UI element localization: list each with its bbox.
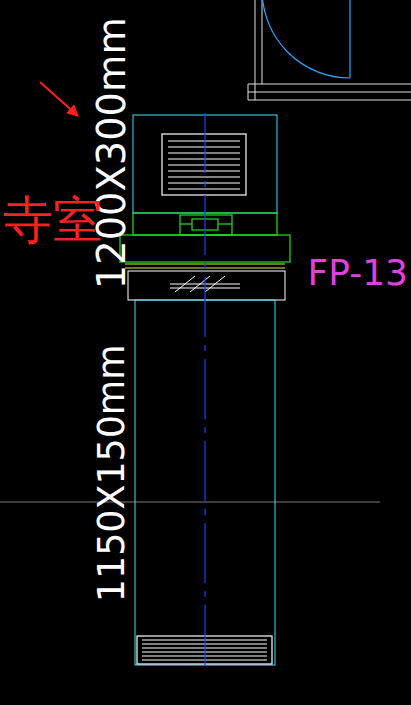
grille-bar <box>168 141 240 142</box>
axis-line <box>0 502 380 503</box>
equipment-tag: FP-13 <box>308 255 408 291</box>
pointer-arrow <box>40 82 78 116</box>
grille-bars <box>168 141 240 189</box>
grille-bar <box>168 177 240 178</box>
door-symbol <box>248 0 411 100</box>
grille-bar <box>168 171 240 172</box>
grille-bar <box>168 189 240 190</box>
dimension-text: 1200X300mm <box>93 17 131 289</box>
damper-body <box>128 271 285 300</box>
room-name: 寺室 <box>3 195 103 245</box>
supply-grille <box>162 134 246 195</box>
grille-bar <box>168 147 240 148</box>
grille-bar <box>168 159 240 160</box>
dimension-text: 1150X150mm <box>94 344 130 602</box>
grille-bar <box>168 165 240 166</box>
center-line <box>204 113 205 670</box>
grille-bar <box>168 153 240 154</box>
grille-bar <box>168 183 240 184</box>
